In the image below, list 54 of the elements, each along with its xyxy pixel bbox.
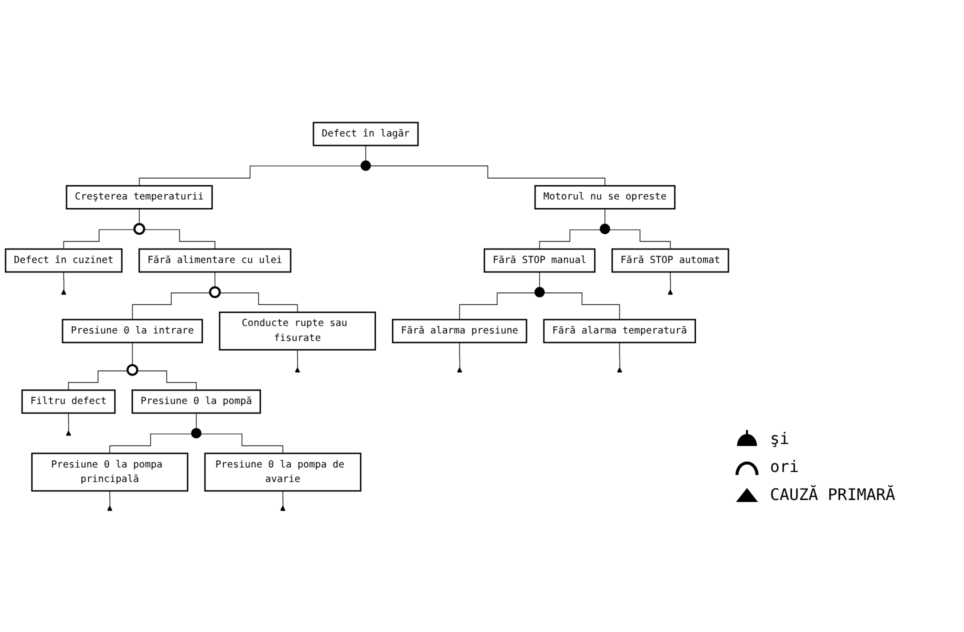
node-semicircle	[360, 160, 371, 170]
node-semicircle	[534, 286, 545, 297]
node-arch	[126, 364, 138, 376]
legend-label: CAUZĂ PRIMARĂ	[770, 484, 896, 504]
node-box: Presiune 0 la pompa de avarie	[204, 452, 362, 492]
connector	[604, 208, 606, 224]
node-box: Presiune 0 la pompă	[132, 388, 261, 414]
connector	[609, 229, 671, 249]
connector	[68, 370, 128, 390]
node-box: Presiune 0 la pompa principală	[31, 452, 188, 492]
node-box: Defect în cuzinet	[4, 248, 123, 272]
connector	[109, 433, 192, 454]
connector	[459, 342, 460, 368]
connector	[63, 228, 135, 249]
node-box: Filtru defect	[21, 388, 116, 414]
node-box: Fără alarma temperatură	[543, 318, 696, 343]
node-box: Motorul nu se opreste	[534, 184, 676, 209]
node-arch	[133, 222, 146, 234]
node-box: Presiune 0 la intrare	[62, 318, 203, 343]
node-box: Creşterea temperaturii	[66, 184, 213, 209]
node-box: Conducte rupte sau fisurate	[218, 311, 376, 350]
connector	[539, 229, 601, 249]
connector	[297, 349, 298, 368]
connector	[544, 292, 620, 320]
connector	[459, 292, 536, 320]
connector	[214, 271, 216, 288]
node-box: Defect în lagăr	[312, 121, 419, 146]
connector	[138, 208, 140, 224]
connector	[68, 412, 70, 432]
connector	[109, 490, 110, 506]
connector	[370, 165, 606, 186]
connector	[200, 433, 284, 454]
connector	[144, 228, 216, 249]
connector	[63, 271, 64, 290]
connector	[219, 292, 298, 312]
node-box: Fără STOP automat	[611, 248, 730, 272]
connector	[619, 342, 620, 368]
node-box: Fără alarma presiune	[392, 318, 528, 343]
connector	[539, 271, 540, 288]
node-semicircle	[191, 428, 202, 438]
connector	[365, 144, 366, 161]
connector	[138, 165, 362, 186]
connector	[282, 490, 284, 506]
connector	[132, 342, 133, 365]
connector	[196, 412, 197, 428]
legend-label: şi	[770, 428, 790, 448]
connector	[136, 370, 197, 390]
connector	[670, 271, 671, 290]
node-box: Fără STOP manual	[484, 248, 596, 272]
node-arch	[209, 286, 221, 298]
legend-label: ori	[770, 456, 799, 476]
node-semicircle	[600, 223, 610, 234]
node-box: Fără alimentare cu ulei	[138, 248, 292, 272]
connector	[132, 292, 210, 320]
